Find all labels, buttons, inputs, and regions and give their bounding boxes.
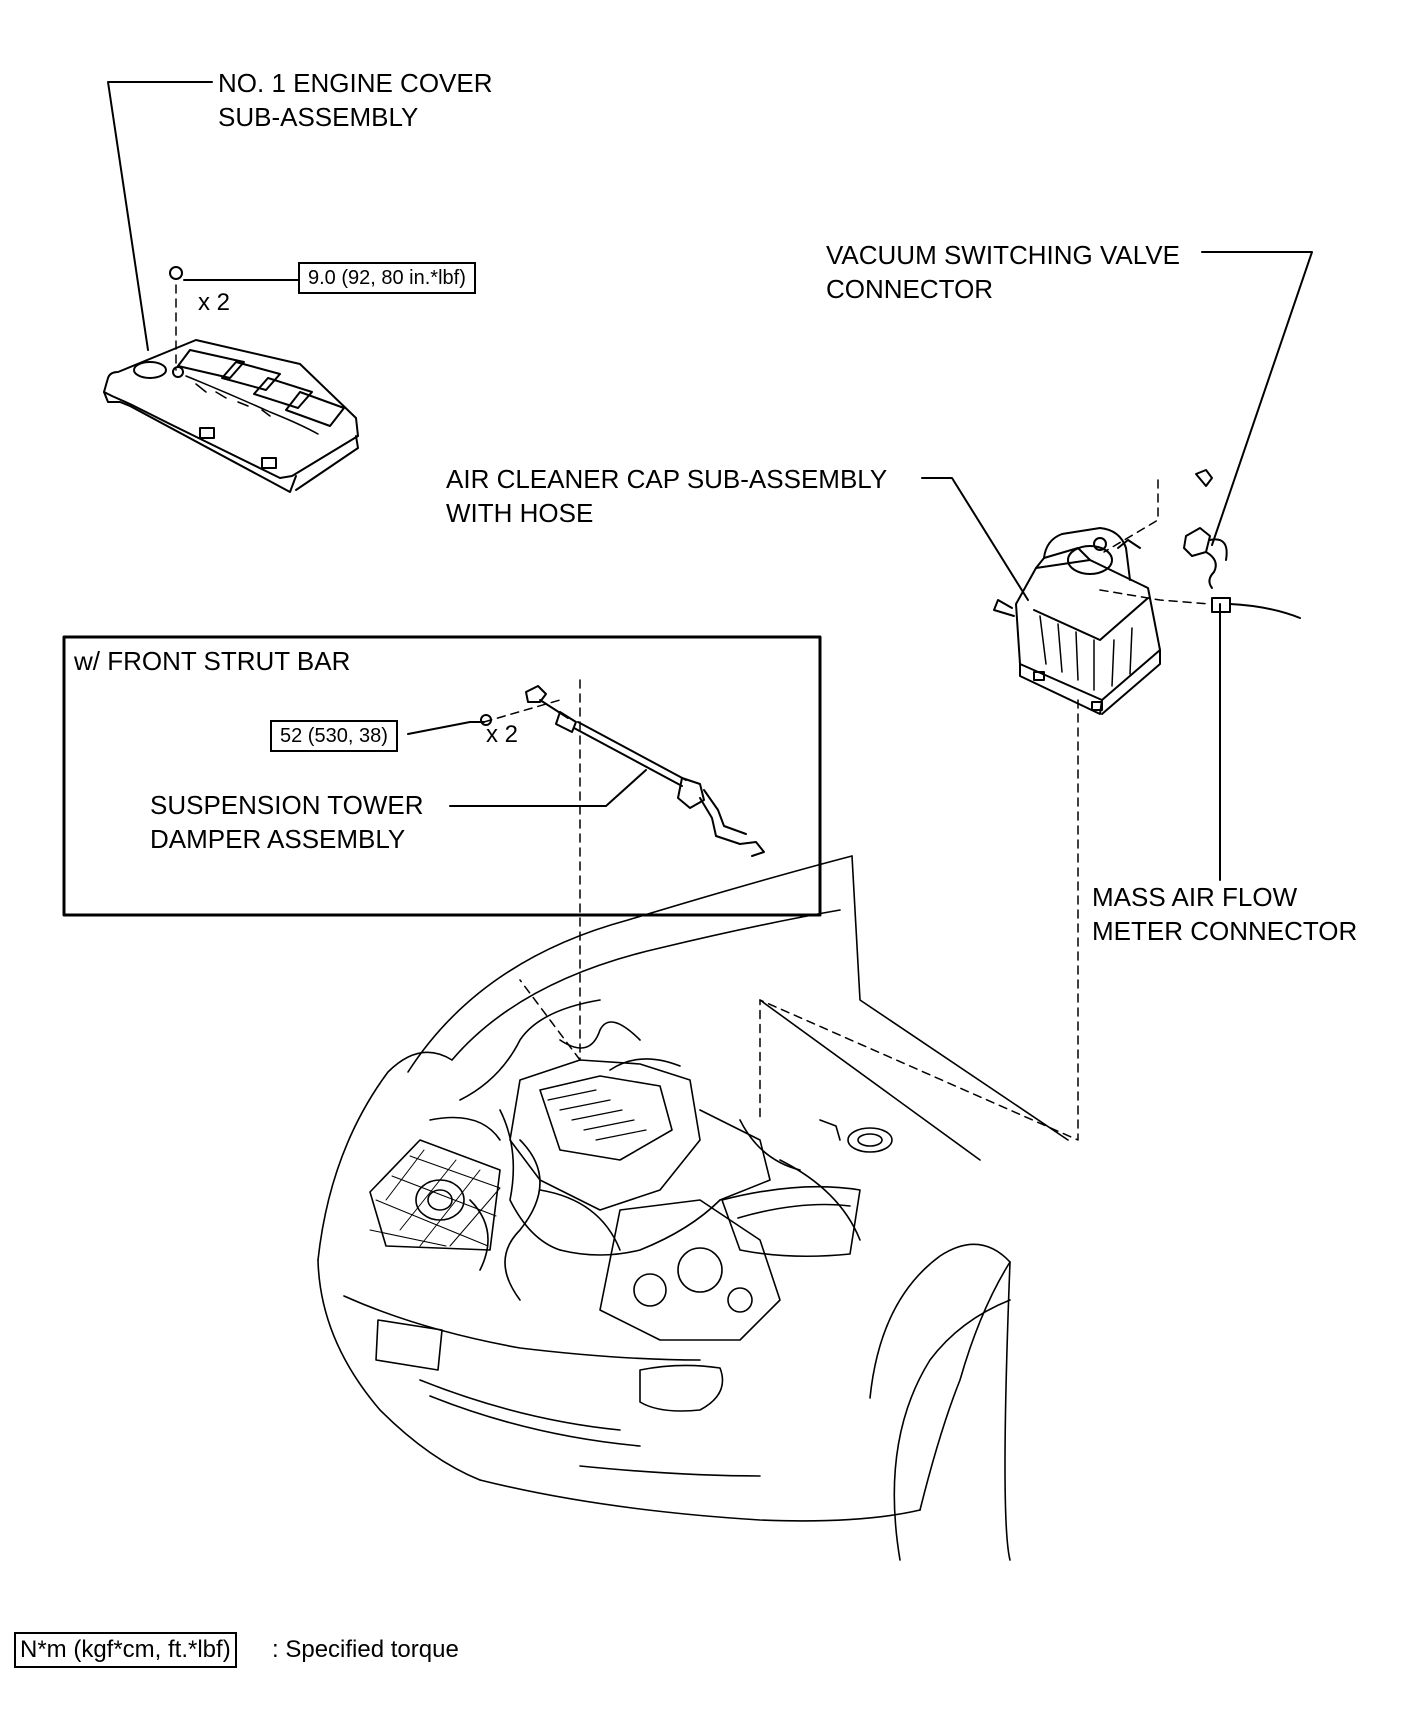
- strut-box-title: w/ FRONT STRUT BAR: [74, 646, 351, 676]
- leader-lines: [107, 81, 1313, 881]
- engine-cover-torque-box: 9.0 (92, 80 in.*lbf): [298, 262, 476, 294]
- legend-torque-box: N*m (kgf*cm, ft.*lbf): [14, 1632, 237, 1668]
- maf-connector-label: MASS AIR FLOW METER CONNECTOR: [1092, 880, 1357, 948]
- damper-label-line1: SUSPENSION TOWER: [150, 790, 424, 820]
- air-cleaner-label: AIR CLEANER CAP SUB-ASSEMBLY WITH HOSE: [446, 462, 887, 530]
- engine-cover-quantity: x 2: [198, 289, 231, 316]
- engine-cover-label-line1: NO. 1 ENGINE COVER: [218, 68, 493, 98]
- engine-cover-label: NO. 1 ENGINE COVER SUB-ASSEMBLY: [218, 66, 493, 134]
- strut-bar-box: [62, 635, 822, 917]
- legend-text: : Specified torque: [272, 1636, 459, 1663]
- damper-quantity: x 2: [486, 721, 519, 748]
- vehicle-drawing: [317, 855, 1069, 1561]
- maf-connector-label-line2: METER CONNECTOR: [1092, 916, 1358, 946]
- engine-cover-drawing: [103, 266, 359, 493]
- dashed-lines: [175, 284, 1211, 1141]
- damper-label-line2: DAMPER ASSEMBLY: [150, 824, 406, 854]
- engine-cover-label-line2: SUB-ASSEMBLY: [218, 102, 419, 132]
- damper-drawing: [480, 685, 765, 857]
- air-cleaner-drawing: [993, 469, 1301, 715]
- vsv-connector-label: VACUUM SWITCHING VALVE CONNECTOR: [826, 238, 1180, 306]
- vsv-connector-label-line1: VACUUM SWITCHING VALVE: [826, 240, 1180, 270]
- damper-label: SUSPENSION TOWER DAMPER ASSEMBLY: [150, 788, 424, 856]
- vsv-connector-label-line2: CONNECTOR: [826, 274, 994, 304]
- air-cleaner-label-line1: AIR CLEANER CAP SUB-ASSEMBLY: [446, 464, 888, 494]
- air-cleaner-label-line2: WITH HOSE: [446, 498, 594, 528]
- damper-torque-box: 52 (530, 38): [270, 720, 398, 752]
- maf-connector-label-line1: MASS AIR FLOW: [1092, 882, 1298, 912]
